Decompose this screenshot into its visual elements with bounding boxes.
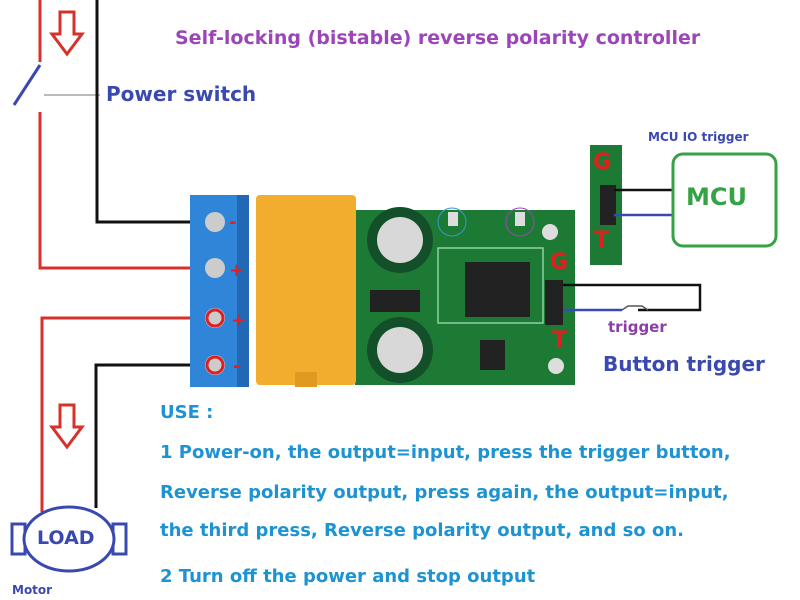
down-arrow-icon [49,403,85,450]
board-pin-g-label: G [550,250,569,275]
load-wires [40,316,212,512]
diagram-title: Self-locking (bistable) reverse polarity… [175,27,701,49]
motor-load-icon [10,505,128,573]
terminal-screws: - + + - [205,212,246,377]
mcu-box-label: MCU [686,183,747,211]
button-trigger-label: Button trigger [603,352,765,376]
usage-line: Reverse polarity output, press again, th… [160,482,729,503]
usage-heading: USE : [160,402,214,423]
relay-module-board: - + + - [190,195,575,387]
usage-line: 2 Turn off the power and stop output [160,566,536,587]
usage-line: the third press, Reverse polarity output… [160,520,684,541]
svg-text:-: - [233,356,240,377]
mcu-pin-g-label: G [593,150,612,175]
svg-text:+: + [229,260,244,281]
push-button-icon [621,305,649,311]
load-label: LOAD [37,527,95,549]
svg-text:+: + [231,310,246,331]
svg-text:-: - [229,212,236,233]
down-arrow-icon [49,10,85,57]
motor-label: Motor [12,583,53,597]
power-switch-icon [12,64,42,106]
power-switch-label: Power switch [106,82,257,106]
usage-line: 1 Power-on, the output=input, press the … [160,442,731,463]
mcu-pin-t-label: T [594,228,610,253]
power-input-wires [12,0,212,270]
trigger-label: trigger [608,318,667,336]
board-pin-t-label: T [552,328,568,353]
mcu-trigger-label: MCU IO trigger [648,130,749,144]
mcu-box [671,152,778,248]
mcu-trigger-module [590,145,778,265]
button-trigger-wires [563,283,702,312]
